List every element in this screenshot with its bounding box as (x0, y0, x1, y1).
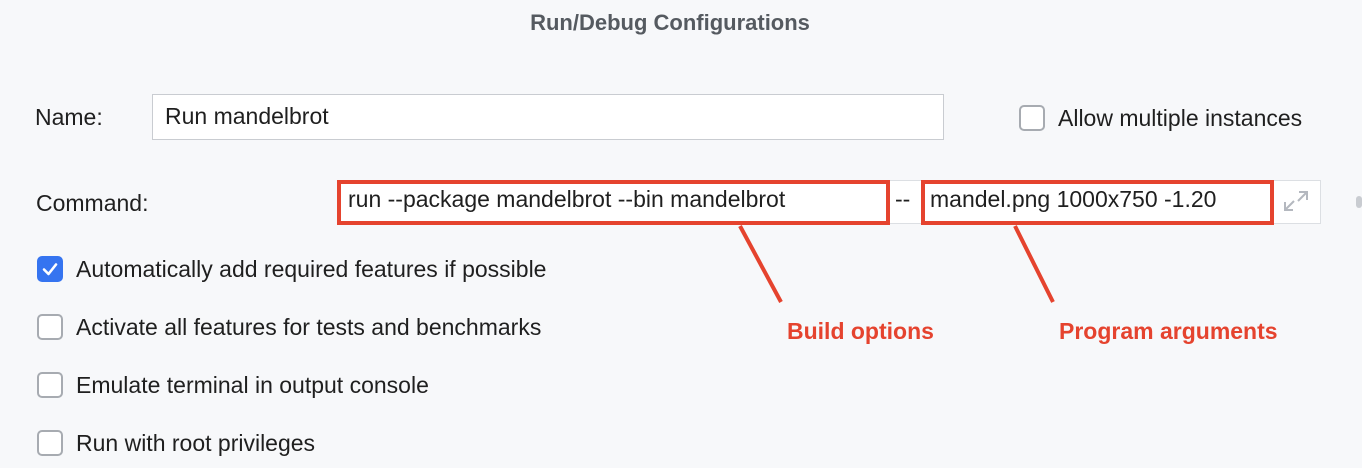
option-label-root-privileges: Run with root privileges (76, 430, 316, 456)
option-checkbox-emulate-terminal[interactable] (37, 372, 63, 398)
program-arguments-highlight (921, 180, 1274, 225)
allow-multiple-instances-checkbox[interactable] (1019, 105, 1045, 131)
option-checkbox-auto-features[interactable] (37, 256, 63, 282)
option-checkbox-all-features[interactable] (37, 314, 63, 340)
command-args-text: mandel.png 1000x750 -1.20 (930, 186, 1217, 212)
option-label-emulate-terminal: Emulate terminal in output console (76, 372, 429, 398)
name-label: Name: (35, 104, 103, 130)
command-label: Command: (36, 190, 149, 216)
build-options-arrow (738, 225, 783, 303)
option-checkbox-root-privileges[interactable] (37, 430, 63, 456)
command-build-text: run --package mandelbrot --bin mandelbro… (348, 186, 786, 212)
expand-icon[interactable] (1280, 186, 1312, 216)
command-separator-text: -- (895, 186, 911, 212)
dialog-title: Run/Debug Configurations (530, 10, 810, 35)
program-arguments-annotation: Program arguments (1059, 318, 1278, 344)
allow-multiple-instances-label: Allow multiple instances (1058, 105, 1303, 131)
scrollbar-handle[interactable] (1356, 196, 1362, 208)
option-label-auto-features: Automatically add required features if p… (76, 256, 547, 282)
option-label-all-features: Activate all features for tests and benc… (76, 314, 542, 340)
build-options-highlight (337, 180, 890, 225)
program-arguments-arrow (1013, 225, 1055, 303)
name-input[interactable]: Run mandelbrot (152, 94, 944, 140)
checkmark-icon (42, 263, 58, 276)
build-options-annotation: Build options (787, 318, 934, 344)
